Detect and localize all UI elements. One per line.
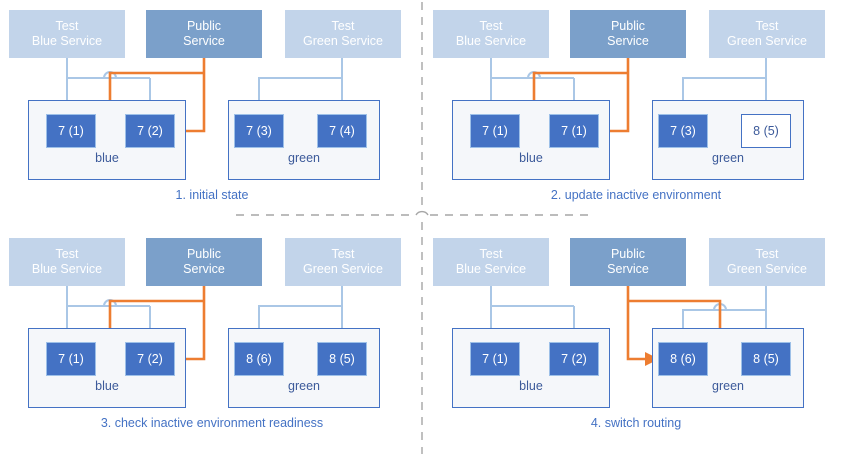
instance-green-1[interactable]: 7 (3) xyxy=(658,114,708,148)
environment-blue-label: blue xyxy=(95,379,119,393)
instance-blue-1[interactable]: 7 (1) xyxy=(470,342,520,376)
service-test-green-line2: Green Service xyxy=(727,34,807,48)
instance-green-1[interactable]: 8 (6) xyxy=(234,342,284,376)
service-test-green-line2: Green Service xyxy=(727,262,807,276)
service-test-green-line1: Test xyxy=(755,247,779,262)
instance-green-1[interactable]: 8 (6) xyxy=(658,342,708,376)
service-test-blue-line2: Blue Service xyxy=(31,34,103,48)
environment-blue-label: blue xyxy=(519,151,543,165)
service-public-line1: Public xyxy=(610,247,646,262)
instance-blue-2[interactable]: 7 (2) xyxy=(549,342,599,376)
service-test-blue-line1: Test xyxy=(479,19,503,34)
instance-green-2[interactable]: 8 (5) xyxy=(317,342,367,376)
instance-blue-2[interactable]: 7 (2) xyxy=(125,342,175,376)
environment-blue-label: blue xyxy=(95,151,119,165)
service-public-line1: Public xyxy=(186,19,222,34)
instance-green-2[interactable]: 7 (4) xyxy=(317,114,367,148)
service-test-green-line2: Green Service xyxy=(303,262,383,276)
instance-blue-1[interactable]: 7 (1) xyxy=(470,114,520,148)
instance-blue-2[interactable]: 7 (2) xyxy=(125,114,175,148)
environment-blue-label: blue xyxy=(519,379,543,393)
service-test-blue-line1: Test xyxy=(55,19,79,34)
environment-green-label: green xyxy=(712,151,744,165)
panel-2-caption: 2. update inactive environment xyxy=(550,188,722,202)
service-public-line2: Service xyxy=(183,262,225,276)
instance-blue-1[interactable]: 7 (1) xyxy=(46,114,96,148)
service-test-green-line2: Green Service xyxy=(303,34,383,48)
service-test-blue-line2: Blue Service xyxy=(31,262,103,276)
service-test-green-line1: Test xyxy=(331,19,355,34)
panel-4-caption: 4. switch routing xyxy=(590,416,682,430)
service-test-blue-line2: Blue Service xyxy=(455,34,527,48)
service-public-line2: Service xyxy=(607,34,649,48)
instance-green-1[interactable]: 7 (3) xyxy=(234,114,284,148)
instance-blue-1[interactable]: 7 (1) xyxy=(46,342,96,376)
environment-green-label: green xyxy=(288,151,320,165)
service-test-green-line1: Test xyxy=(331,247,355,262)
panel-1-caption: 1. initial state xyxy=(175,188,249,202)
instance-blue-2[interactable]: 7 (1) xyxy=(549,114,599,148)
instance-green-2[interactable]: 8 (5) xyxy=(741,342,791,376)
environment-green-label: green xyxy=(288,379,320,393)
service-public-line2: Service xyxy=(607,262,649,276)
service-test-blue-line2: Blue Service xyxy=(455,262,527,276)
service-test-green-line1: Test xyxy=(755,19,779,34)
service-test-blue-line1: Test xyxy=(55,247,79,262)
service-test-blue-line1: Test xyxy=(479,247,503,262)
panel-3-caption: 3. check inactive environment readiness xyxy=(100,416,324,430)
service-public-line1: Public xyxy=(186,247,222,262)
instance-green-2[interactable]: 8 (5) xyxy=(741,114,791,148)
service-public-line1: Public xyxy=(610,19,646,34)
service-public-line2: Service xyxy=(183,34,225,48)
environment-green-label: green xyxy=(712,379,744,393)
